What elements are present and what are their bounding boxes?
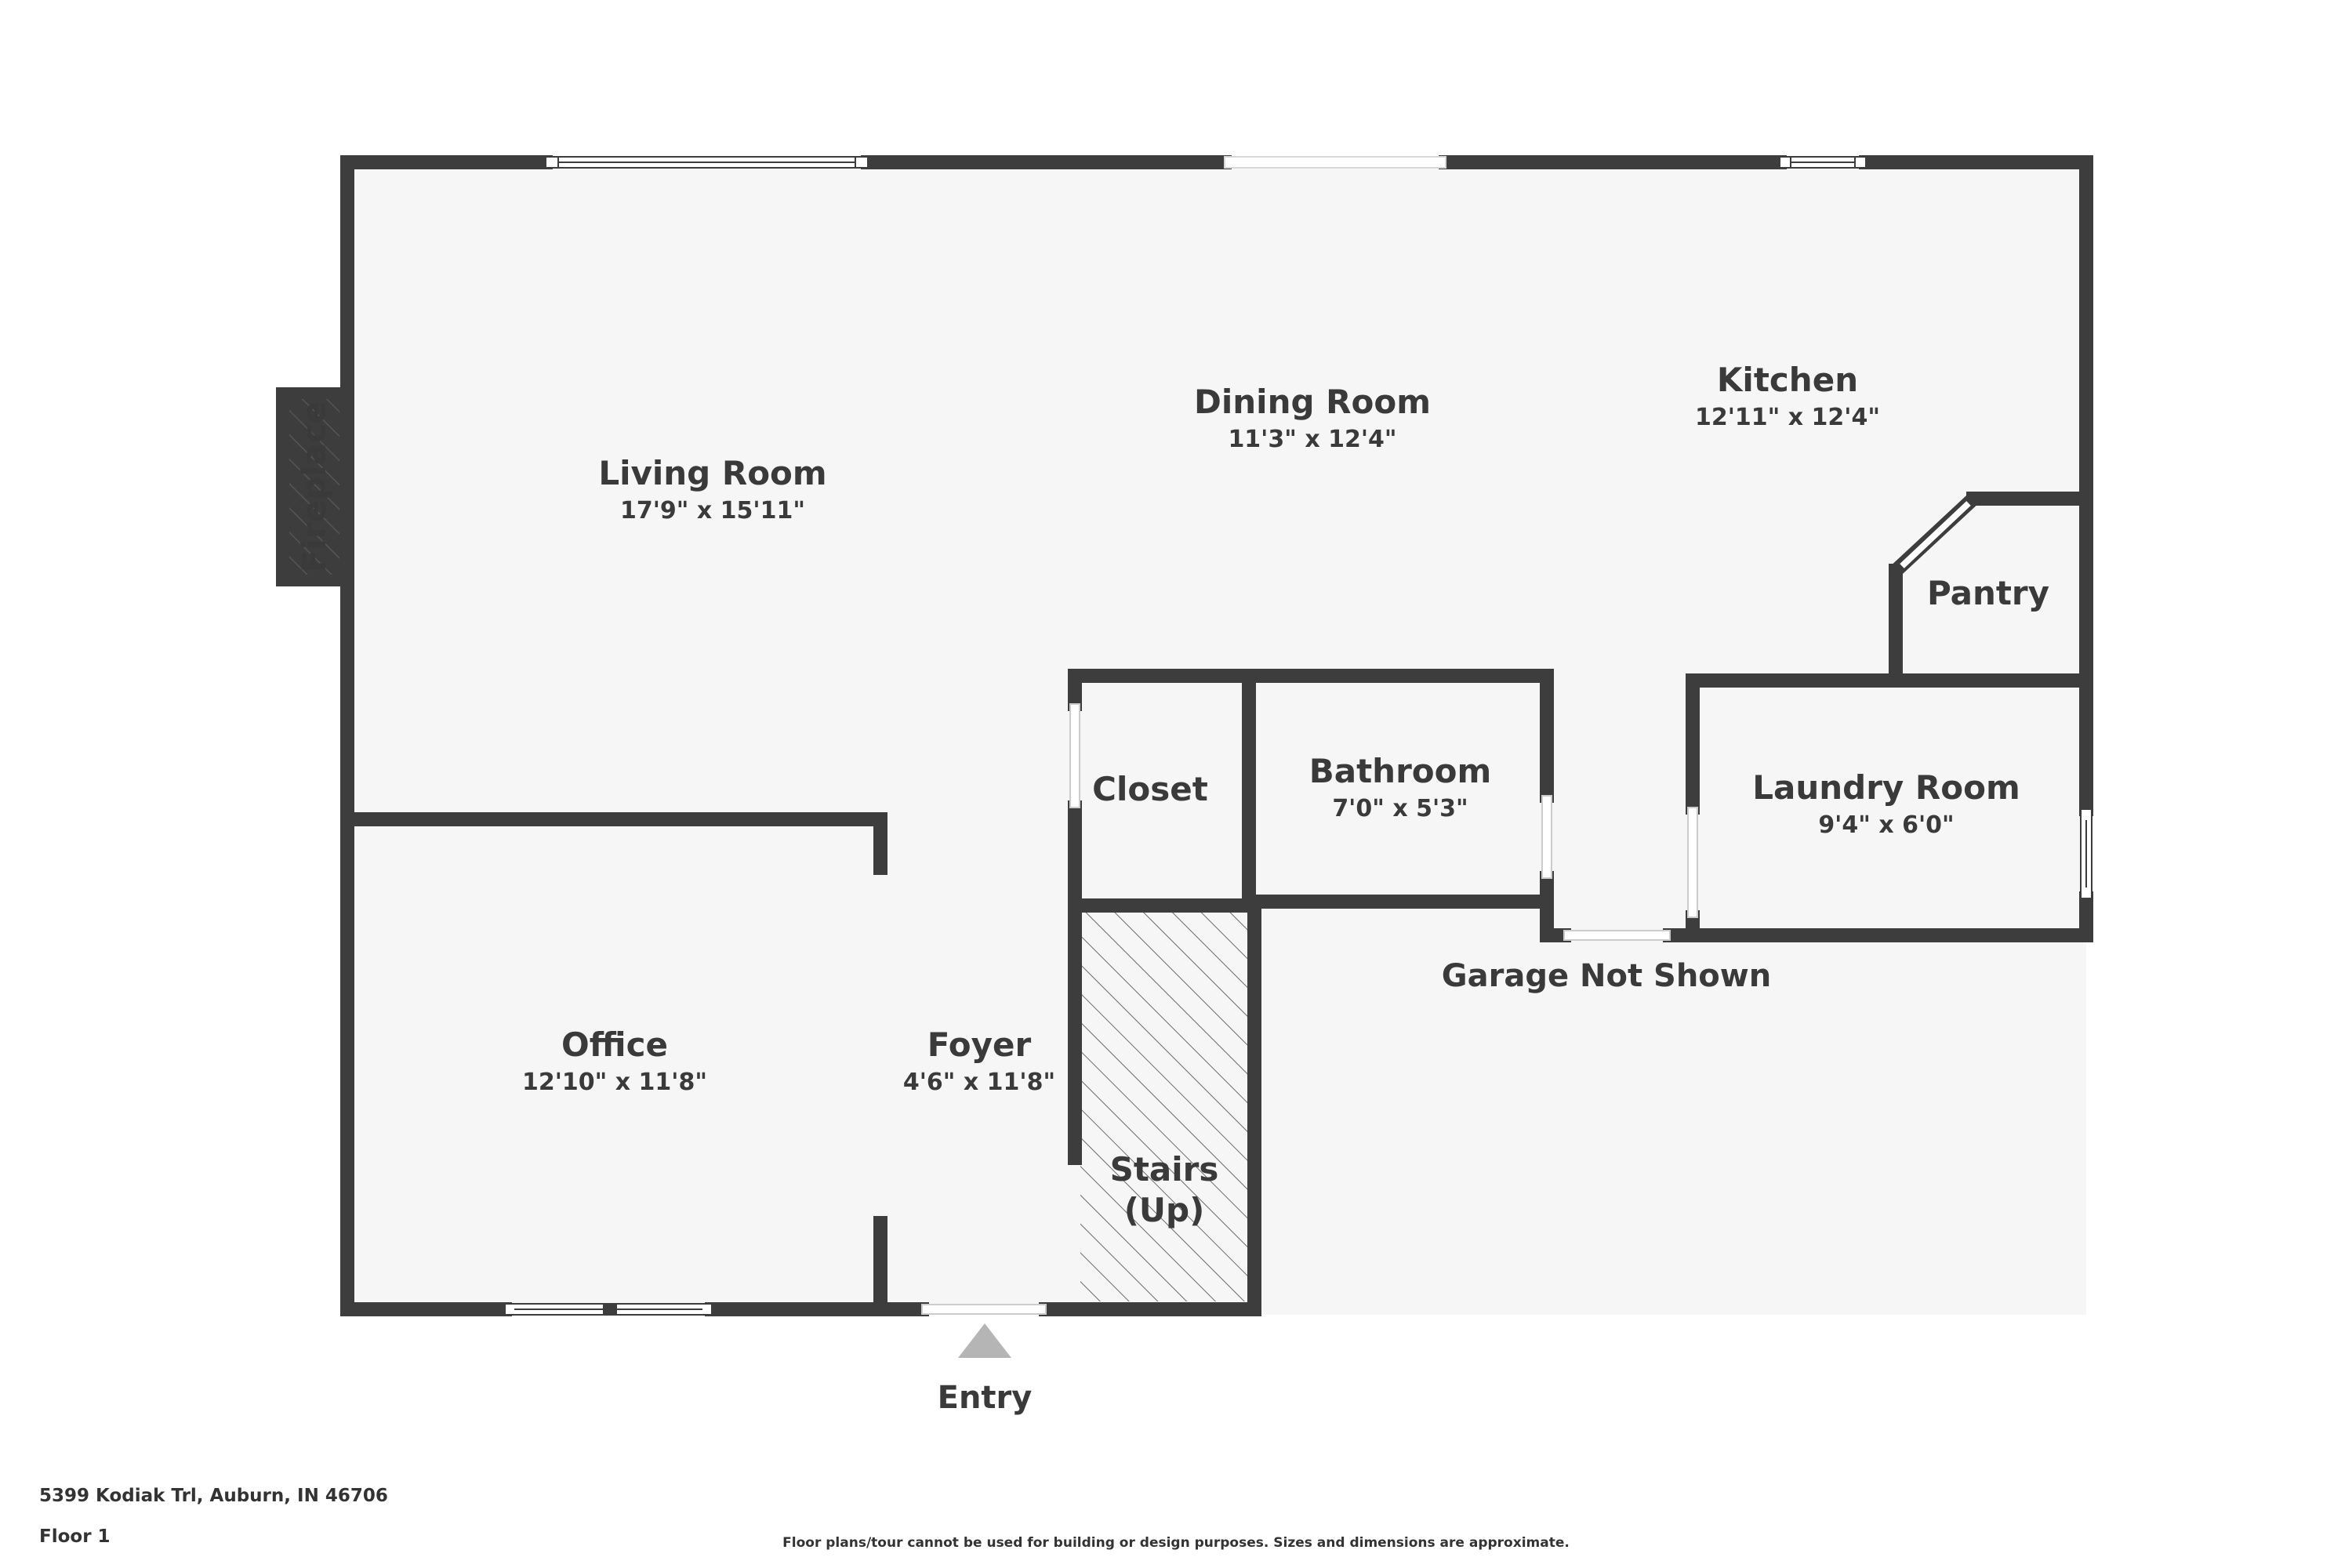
- living-room-dim: 17'9" x 15'11": [620, 497, 805, 524]
- laundry-door: [1687, 807, 1698, 918]
- entry-door: [921, 1304, 1047, 1315]
- dining-room-dim: 11'3" x 12'4": [1228, 426, 1396, 453]
- stairs-area: [1080, 909, 1249, 1301]
- garage-door: [1563, 930, 1671, 941]
- bathroom-door: [1541, 795, 1552, 879]
- pantry-name: Pantry: [1927, 574, 2049, 612]
- closet-door: [1069, 703, 1080, 808]
- windows: [504, 156, 2092, 1316]
- disclaimer: Floor plans/tour cannot be used for buil…: [782, 1535, 1570, 1551]
- fireplace-hearth: [289, 398, 340, 575]
- bathroom-dim: 7'0" x 5'3": [1332, 795, 1468, 822]
- dining-room-name: Dining Room: [1194, 383, 1431, 421]
- window-laundry-right: [2080, 808, 2092, 899]
- closet-name: Closet: [1092, 770, 1208, 808]
- fireplace-label: Fireplace: [295, 401, 333, 572]
- kitchen-dim: 12'11" x 12'4": [1695, 404, 1880, 431]
- entry-label: Entry: [938, 1380, 1033, 1416]
- floor-label: Floor 1: [39, 1526, 111, 1547]
- office-name: Office: [561, 1025, 668, 1064]
- walls: [340, 155, 2093, 1316]
- window-living-top: [545, 156, 869, 169]
- laundry-room-dim: 9'4" x 6'0": [1818, 811, 1954, 839]
- laundry-room-name: Laundry Room: [1752, 768, 2020, 807]
- stairs-name-line2: (Up): [1124, 1191, 1205, 1229]
- bathroom-name: Bathroom: [1309, 752, 1492, 790]
- garage-note: Garage Not Shown: [1442, 958, 1771, 994]
- window-office-bottom: [504, 1303, 713, 1316]
- room-labels: Living Room 17'9" x 15'11" Dining Room 1…: [295, 361, 2049, 1416]
- window-kitchen-top: [1779, 156, 1867, 169]
- property-address: 5399 Kodiak Trl, Auburn, IN 46706: [39, 1486, 388, 1506]
- foyer-name: Foyer: [927, 1025, 1032, 1064]
- entry-arrow-icon: [958, 1323, 1011, 1358]
- stairs-name-line1: Stairs: [1110, 1150, 1219, 1189]
- living-room-name: Living Room: [598, 454, 826, 492]
- foyer-dim: 4'6" x 11'8": [903, 1069, 1055, 1096]
- office-dim: 12'10" x 11'8": [522, 1069, 707, 1096]
- pantry-door: [1889, 492, 1980, 578]
- kitchen-name: Kitchen: [1717, 361, 1858, 399]
- window-dining-top: [1224, 156, 1446, 169]
